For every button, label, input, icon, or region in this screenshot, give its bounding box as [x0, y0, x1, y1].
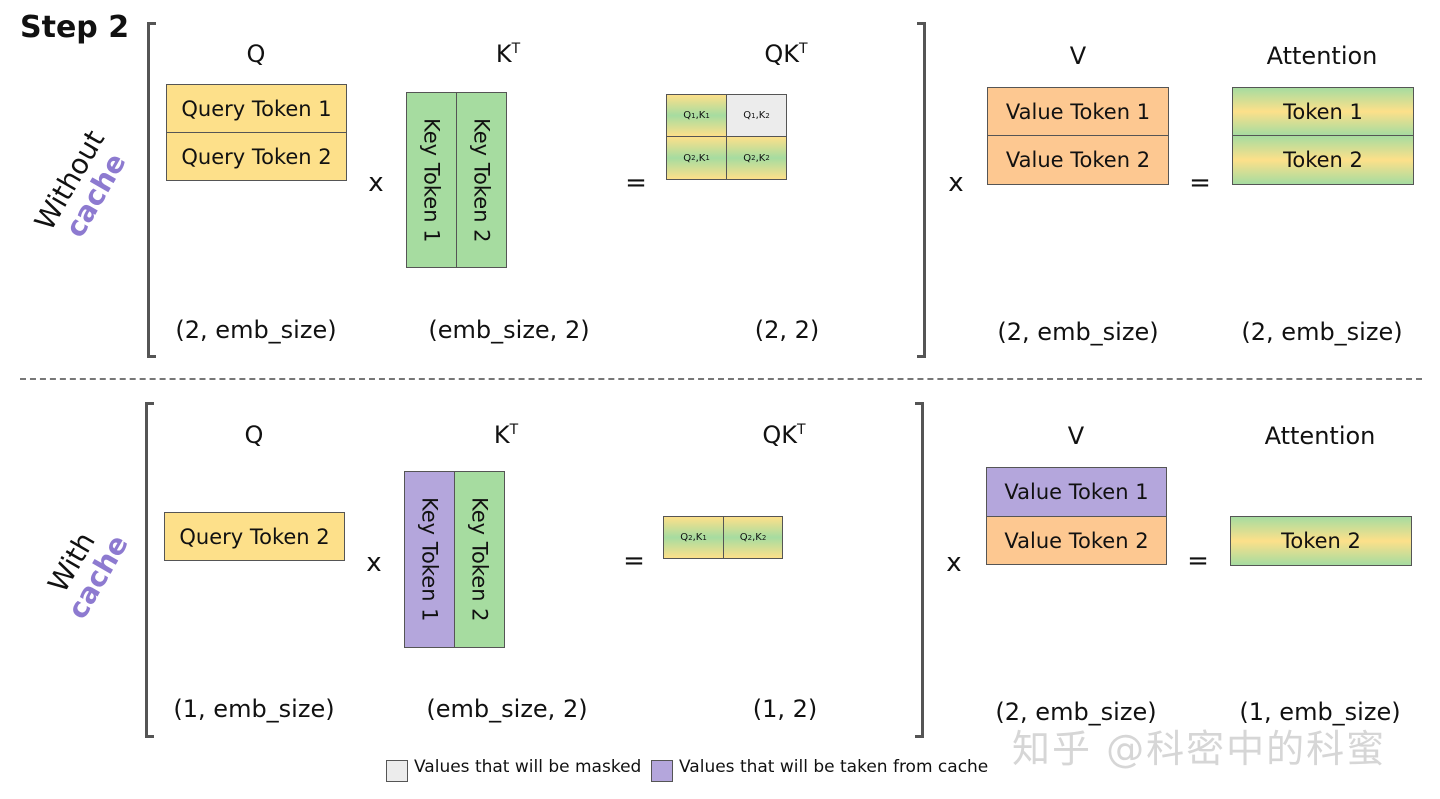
header-kt: KT: [493, 421, 519, 449]
shape-attention: (2, emb_size): [1241, 318, 1403, 346]
header-q: Q: [246, 40, 266, 68]
header-kt: KT: [495, 40, 521, 68]
shape-v: (2, emb_size): [995, 698, 1157, 726]
shape-attention: (1, emb_size): [1239, 698, 1401, 726]
shape-q: (1, emb_size): [173, 695, 335, 723]
shape-v: (2, emb_size): [997, 318, 1159, 346]
step-title: Step 2: [20, 10, 130, 45]
multiply-symbol: x: [948, 168, 964, 198]
legend-cached-swatch: [651, 760, 673, 782]
attention-token-cell: Token 2: [1232, 135, 1414, 185]
key-token-cell: Key Token 2: [456, 92, 507, 268]
equals-symbol: =: [623, 546, 645, 576]
bracket-right-top: [917, 22, 926, 358]
watermark: 知乎 @科密中的科蜜: [1012, 727, 1387, 771]
legend-masked-swatch: [386, 760, 408, 782]
attention-token-cell: Token 1: [1232, 87, 1414, 136]
header-attention: Attention: [1264, 422, 1376, 450]
value-token-cell: Value Token 2: [986, 516, 1167, 565]
legend-cached-label: Values that will be taken from cache: [679, 757, 989, 777]
header-q: Q: [244, 421, 264, 449]
header-attention: Attention: [1266, 42, 1378, 70]
multiply-symbol: x: [946, 548, 962, 578]
header-v: V: [1069, 42, 1087, 70]
value-token-cell: Value Token 1: [987, 87, 1169, 136]
query-token-cell: Query Token 2: [166, 132, 347, 181]
shape-qkt: (2, 2): [754, 316, 820, 344]
shape-q: (2, emb_size): [175, 316, 337, 344]
equals-symbol: =: [1187, 546, 1209, 576]
query-token-cell: Query Token 1: [166, 84, 347, 133]
side-label-without-cache: Without cache: [28, 125, 137, 250]
shape-kt: (emb_size, 2): [428, 316, 590, 344]
side-label-with-cache: With cache: [37, 516, 134, 624]
multiply-symbol: x: [366, 548, 382, 578]
key-token-cell: Key Token 1: [406, 92, 457, 268]
bracket-right-bottom: [915, 402, 924, 738]
section-divider: [20, 378, 1422, 380]
equals-symbol: =: [1189, 168, 1211, 198]
attention-token-cell: Token 2: [1230, 516, 1412, 566]
query-token-cell: Query Token 2: [164, 512, 345, 561]
key-token-cell-cached: Key Token 1: [404, 471, 455, 648]
equals-symbol: =: [625, 168, 647, 198]
shape-qkt: (1, 2): [752, 695, 818, 723]
bracket-left-top: [147, 22, 156, 358]
header-qkt: QKT: [762, 421, 806, 449]
value-token-cell-cached: Value Token 1: [986, 467, 1167, 517]
header-qkt: QKT: [764, 40, 808, 68]
shape-kt: (emb_size, 2): [426, 695, 588, 723]
header-v: V: [1067, 422, 1085, 450]
value-token-cell: Value Token 2: [987, 135, 1169, 185]
multiply-symbol: x: [368, 168, 384, 198]
key-token-cell: Key Token 2: [454, 471, 505, 648]
bracket-left-bottom: [145, 402, 154, 738]
legend-masked-label: Values that will be masked: [414, 757, 642, 777]
